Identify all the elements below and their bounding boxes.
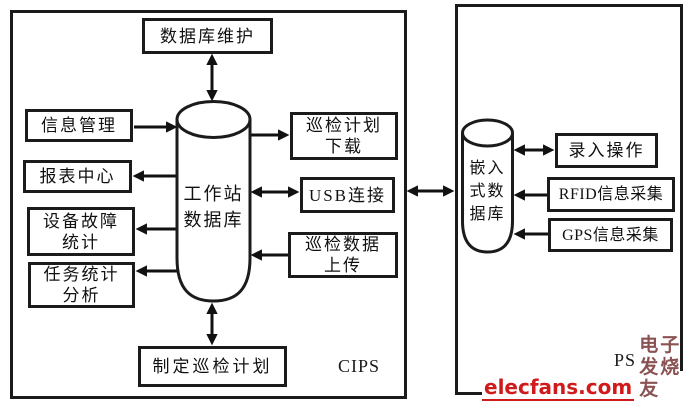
embedded-database-cylinder [461, 118, 514, 254]
box-gps-collection: GPS信息采集 [548, 218, 673, 252]
cips-label: CIPS [338, 356, 381, 376]
box-make-inspection-plan: 制定巡检计划 [138, 346, 287, 387]
box-report-center: 报表中心 [23, 160, 132, 193]
box-inspection-data-upload: 巡检数据 上传 [288, 232, 398, 278]
box-usb-connection: USB连接 [300, 177, 395, 213]
embedded-database-label: 嵌入 式数 据库 [469, 160, 506, 223]
workstation-database-cylinder [175, 100, 252, 303]
box-equipment-fault-stats: 设备故障 统计 [27, 207, 135, 256]
box-database-maintenance: 数据库维护 [142, 18, 273, 54]
box-entry-operation: 录入操作 [555, 133, 658, 168]
watermark: elecfans.com 电子发烧友 [482, 335, 696, 401]
ps-label: PS [614, 350, 637, 370]
box-info-management: 信息管理 [25, 109, 133, 142]
box-inspection-plan-download: 巡检计划 下载 [290, 112, 398, 160]
elecfans-logo: elecfans.com [482, 375, 635, 401]
box-task-stats-analysis: 任务统计 分析 [28, 262, 135, 308]
elecfans-site-name: 电子发烧友 [639, 335, 682, 400]
box-rfid-collection: RFID信息采集 [547, 177, 675, 212]
cips-system-box [10, 10, 407, 399]
workstation-database-label: 工作站 数据库 [183, 184, 244, 230]
